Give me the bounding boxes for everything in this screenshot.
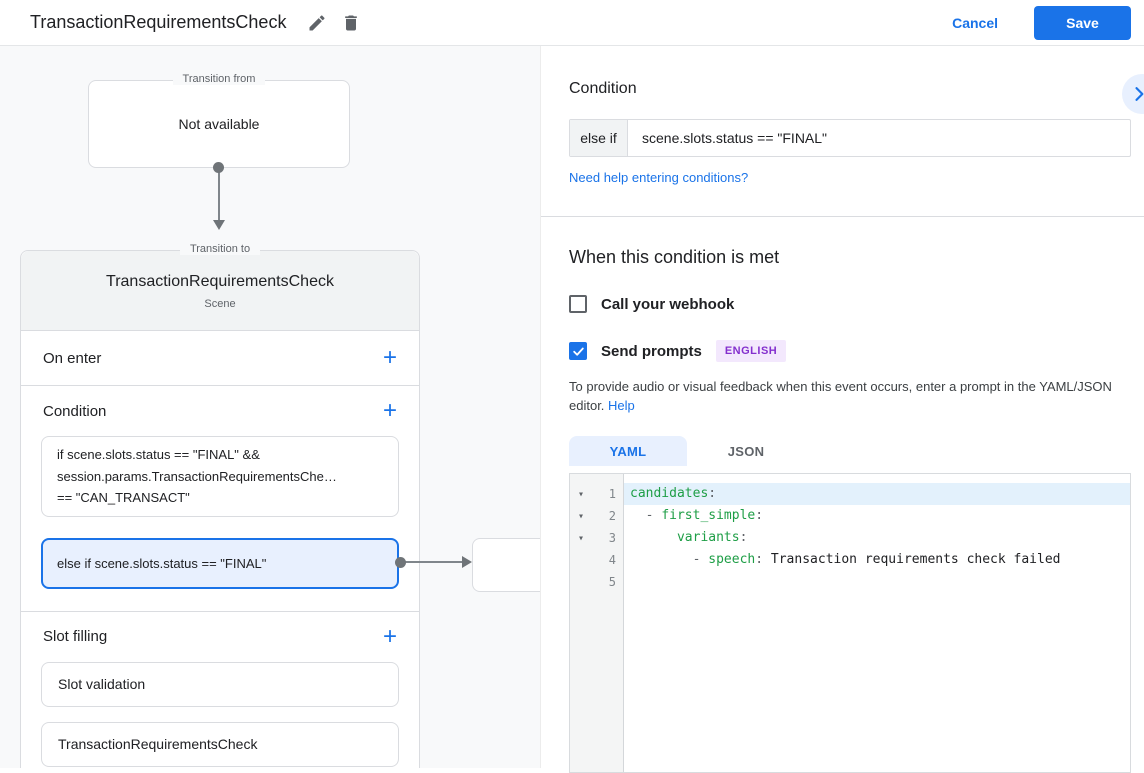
scene-card-header: TransactionRequirementsCheck Scene [21, 251, 419, 331]
cancel-button[interactable]: Cancel [936, 7, 1014, 39]
code-line-4: - speech: Transaction requirements check… [630, 552, 1061, 567]
code-line-3: variants: [676, 530, 748, 545]
conditions-help-link[interactable]: Need help entering conditions? [569, 170, 749, 185]
delete-scene-button[interactable] [334, 6, 368, 40]
scene-diagram-canvas: Transition from Not available Transition… [0, 46, 540, 768]
else-if-prefix: else if [570, 120, 628, 156]
top-bar: TransactionRequirementsCheck Cancel Save [0, 0, 1144, 46]
call-webhook-label: Call your webhook [601, 295, 735, 313]
prompt-description: To provide audio or visual feedback when… [569, 377, 1131, 415]
line-number: 5 [608, 575, 616, 589]
call-webhook-checkbox[interactable] [569, 295, 587, 313]
slot-transaction-label: TransactionRequirementsCheck [58, 736, 258, 752]
arrow-right-icon [462, 556, 472, 568]
on-enter-section: On enter + [21, 331, 419, 386]
editor-tabs: YAML JSON [569, 436, 1130, 466]
transition-target-box[interactable] [472, 538, 540, 592]
condition-input-group: else if [569, 119, 1131, 157]
tab-json[interactable]: JSON [687, 436, 805, 466]
line-number: 2 [608, 509, 616, 523]
send-prompts-label: Send prompts [601, 342, 702, 360]
send-prompts-checkbox[interactable] [569, 342, 587, 360]
page-title: TransactionRequirementsCheck [30, 12, 287, 32]
collapse-panel-button[interactable] [1122, 74, 1144, 114]
transition-to-card[interactable]: Transition to TransactionRequirementsChe… [20, 243, 420, 769]
code-line-2: - first_simple: [630, 508, 764, 523]
connector-line-vertical [218, 170, 220, 220]
scene-card-title: TransactionRequirementsCheck [106, 273, 334, 290]
slot-validation-label: Slot validation [58, 676, 146, 692]
send-prompts-row: Send prompts ENGLISH [569, 340, 1130, 362]
condition-editor-panel: Condition else if Need help entering con… [540, 46, 1144, 773]
add-on-enter-button[interactable]: + [382, 344, 397, 371]
checkmark-icon [572, 347, 584, 356]
editor-code-area[interactable]: candidates: - first_simple: variants: - … [624, 474, 1130, 772]
line-number: 4 [608, 553, 616, 567]
arrow-down-icon [213, 220, 225, 230]
prompt-description-text: To provide audio or visual feedback when… [569, 379, 1112, 413]
add-slot-button[interactable]: + [382, 622, 397, 650]
line-number: 3 [608, 531, 616, 545]
connector-line-horizontal [404, 561, 462, 563]
editor-gutter: ▾ 1 ▾ 2 ▾ 3 4 5 [570, 474, 624, 772]
chevron-right-icon [1135, 87, 1144, 101]
pencil-icon [309, 14, 325, 30]
add-condition-button[interactable]: + [382, 397, 397, 424]
scene-card-subtitle: Scene [204, 298, 236, 310]
fold-toggle-icon[interactable]: ▾ [577, 488, 585, 500]
transition-from-box: Transition from Not available [88, 73, 350, 168]
on-enter-label: On enter [43, 349, 102, 367]
condition-section: Condition + if scene.slots.status == "FI… [21, 386, 419, 612]
trash-icon [345, 15, 358, 30]
save-button[interactable]: Save [1034, 5, 1131, 40]
slot-validation-item[interactable]: Slot validation [41, 661, 399, 707]
fold-toggle-icon[interactable]: ▾ [577, 532, 585, 544]
code-line-1: candidates: [624, 483, 1130, 505]
panel-divider [541, 216, 1144, 217]
condition-expression-input[interactable] [628, 120, 1130, 156]
transition-from-text: Not available [178, 116, 260, 132]
connector-dot [395, 557, 406, 568]
slot-filling-section: Slot filling + Slot validation Transacti… [21, 612, 419, 769]
connector-dot [213, 162, 224, 173]
webhook-row: Call your webhook [569, 295, 1130, 313]
yaml-code-editor[interactable]: ▾ 1 ▾ 2 ▾ 3 4 5 [569, 473, 1131, 773]
condition-label: Condition [43, 402, 107, 420]
condition-item-2-selected[interactable]: else if scene.slots.status == "FINAL" [41, 537, 399, 589]
slot-transaction-item[interactable]: TransactionRequirementsCheck [41, 721, 399, 767]
line-number: 1 [608, 487, 616, 501]
condition-1-line: session.params.TransactionRequirementsCh… [57, 468, 337, 484]
tab-yaml[interactable]: YAML [569, 436, 687, 466]
language-badge: ENGLISH [715, 340, 787, 362]
condition-1-line: == "CAN_TRANSACT" [57, 490, 190, 505]
code-line-5 [624, 571, 1130, 593]
condition-panel-heading: Condition [569, 80, 637, 97]
transition-from-legend: Transition from [89, 73, 349, 85]
fold-toggle-icon[interactable]: ▾ [577, 510, 585, 522]
condition-item-1[interactable]: if scene.slots.status == "FINAL" && sess… [41, 436, 399, 517]
prompt-help-link[interactable]: Help [608, 398, 635, 413]
slot-filling-label: Slot filling [43, 628, 108, 645]
when-condition-heading: When this condition is met [569, 247, 780, 267]
condition-1-line: if scene.slots.status == "FINAL" && [57, 447, 260, 462]
condition-2-text: else if scene.slots.status == "FINAL" [57, 555, 267, 571]
edit-scene-button[interactable] [300, 6, 334, 40]
